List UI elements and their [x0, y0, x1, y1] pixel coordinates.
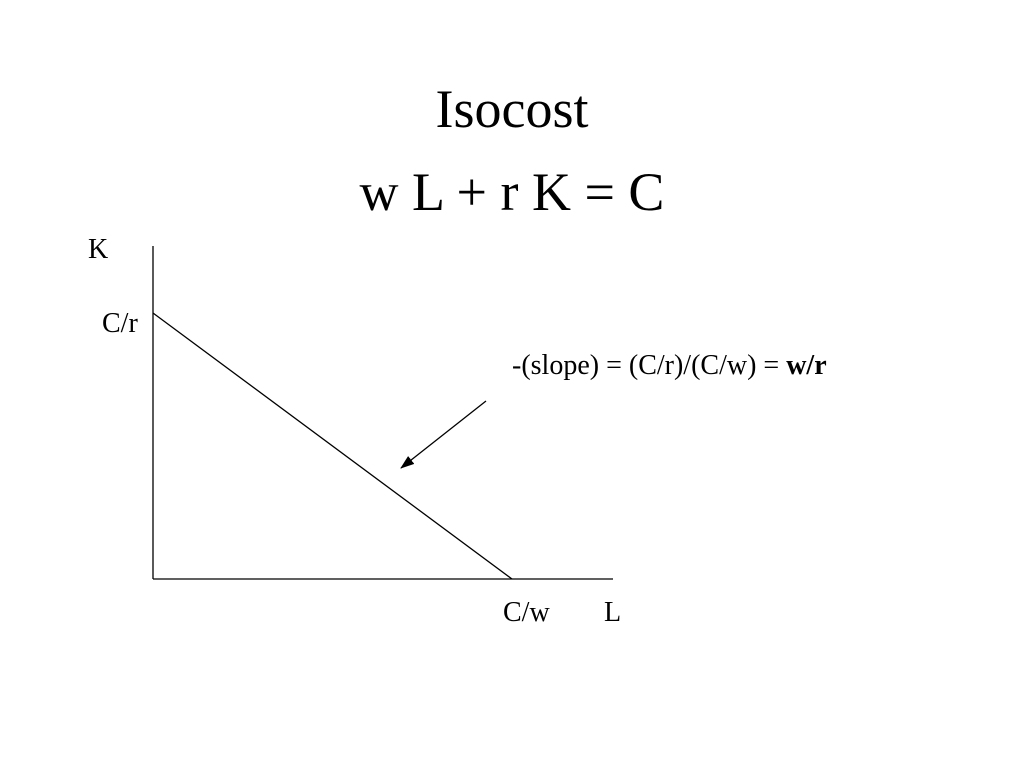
slide-title: Isocost w L + r K = C [0, 68, 1024, 233]
isocost-equation: w L + r K = C [359, 161, 665, 222]
isocost-line [152, 312, 513, 580]
l-axis-label: L [604, 597, 622, 628]
x-intercept-label: C/w [503, 597, 550, 628]
k-axis-label: K [88, 234, 109, 265]
y-intercept-label: C/r [102, 308, 138, 339]
title-text: Isocost [435, 79, 589, 139]
slope-annotation-text: -(slope) = (C/r)/(C/w) = [512, 350, 787, 381]
slope-ratio-emphasis: w/r [786, 350, 827, 381]
slope-annotation: -(slope) = (C/r)/(C/w) = w/r [512, 352, 827, 380]
slope-pointer-arrow [400, 400, 487, 469]
